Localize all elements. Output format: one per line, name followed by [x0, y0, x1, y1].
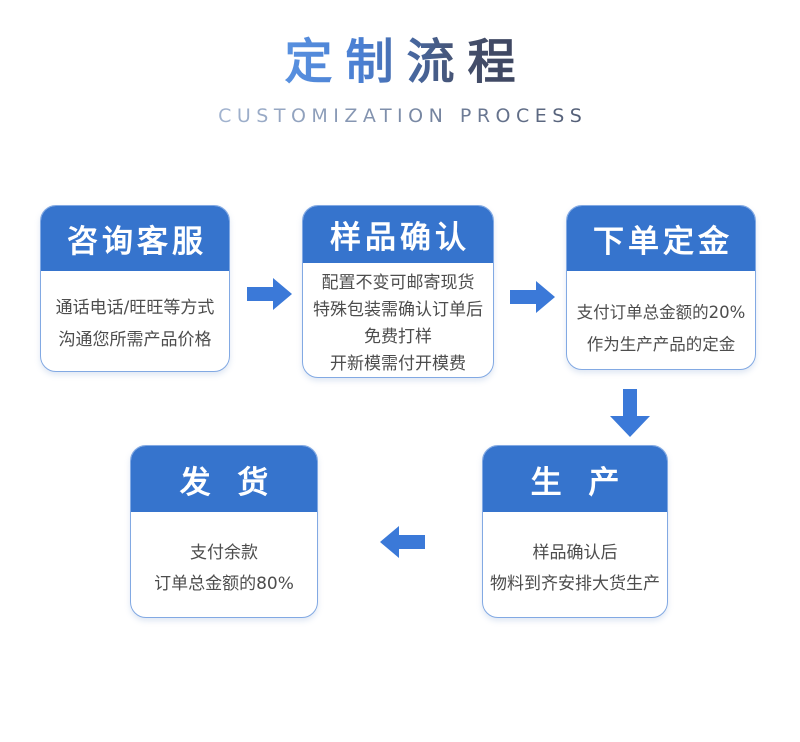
step-card-body: 支付余款 订单总金额的80%	[131, 512, 317, 600]
step-title: 发 货	[179, 464, 277, 501]
step-card-sample: 样品确认 配置不变可邮寄现货 特殊包装需确认订单后 免费打样 开新模需付开模费	[302, 205, 494, 378]
step-line: 沟通您所需产品价格	[58, 330, 212, 350]
step-title: 生 产	[530, 464, 628, 501]
step-line: 物料到齐安排大货生产	[490, 574, 660, 594]
arrow-right-icon	[247, 278, 292, 310]
step-card-header: 样品确认	[303, 206, 493, 263]
step-card-header: 下单定金	[567, 206, 755, 271]
step-line: 样品确认后	[532, 543, 618, 563]
arrow-down-icon	[610, 389, 650, 437]
step-card-production: 生 产 样品确认后 物料到齐安排大货生产	[482, 445, 668, 618]
step-line: 支付余款	[190, 543, 258, 563]
step-card-header: 生 产	[483, 446, 667, 512]
title-block: 定制流程	[0, 34, 800, 92]
step-line: 免费打样	[364, 327, 432, 347]
step-title: 咨询客服	[67, 224, 207, 260]
step-line: 特殊包装需确认订单后	[313, 300, 483, 320]
step-line: 通话电话/旺旺等方式	[55, 298, 215, 318]
step-card-body: 支付订单总金额的20% 作为生产产品的定金	[567, 271, 755, 361]
step-card-deposit: 下单定金 支付订单总金额的20% 作为生产产品的定金	[566, 205, 756, 370]
page-title: 定制流程	[271, 34, 528, 92]
step-line: 作为生产产品的定金	[586, 335, 736, 354]
step-card-header: 发 货	[131, 446, 317, 512]
step-line: 订单总金额的80%	[154, 574, 294, 594]
arrow-right-icon	[510, 281, 555, 313]
step-card-header: 咨询客服	[41, 206, 229, 271]
step-card-shipping: 发 货 支付余款 订单总金额的80%	[130, 445, 318, 618]
step-card-consult: 咨询客服 通话电话/旺旺等方式 沟通您所需产品价格	[40, 205, 230, 372]
subtitle-block: CUSTOMIZATION PROCESS	[0, 105, 800, 127]
page-subtitle: CUSTOMIZATION PROCESS	[213, 105, 588, 127]
step-title: 样品确认	[330, 220, 470, 256]
arrow-left-icon	[380, 526, 425, 558]
step-card-body: 配置不变可邮寄现货 特殊包装需确认订单后 免费打样 开新模需付开模费	[303, 263, 493, 378]
step-line: 配置不变可邮寄现货	[321, 273, 475, 293]
step-title: 下单定金	[593, 224, 733, 260]
step-line: 支付订单总金额的20%	[576, 303, 746, 322]
step-line: 开新模需付开模费	[330, 354, 466, 374]
step-card-body: 通话电话/旺旺等方式 沟通您所需产品价格	[41, 271, 229, 356]
step-card-body: 样品确认后 物料到齐安排大货生产	[483, 512, 667, 600]
